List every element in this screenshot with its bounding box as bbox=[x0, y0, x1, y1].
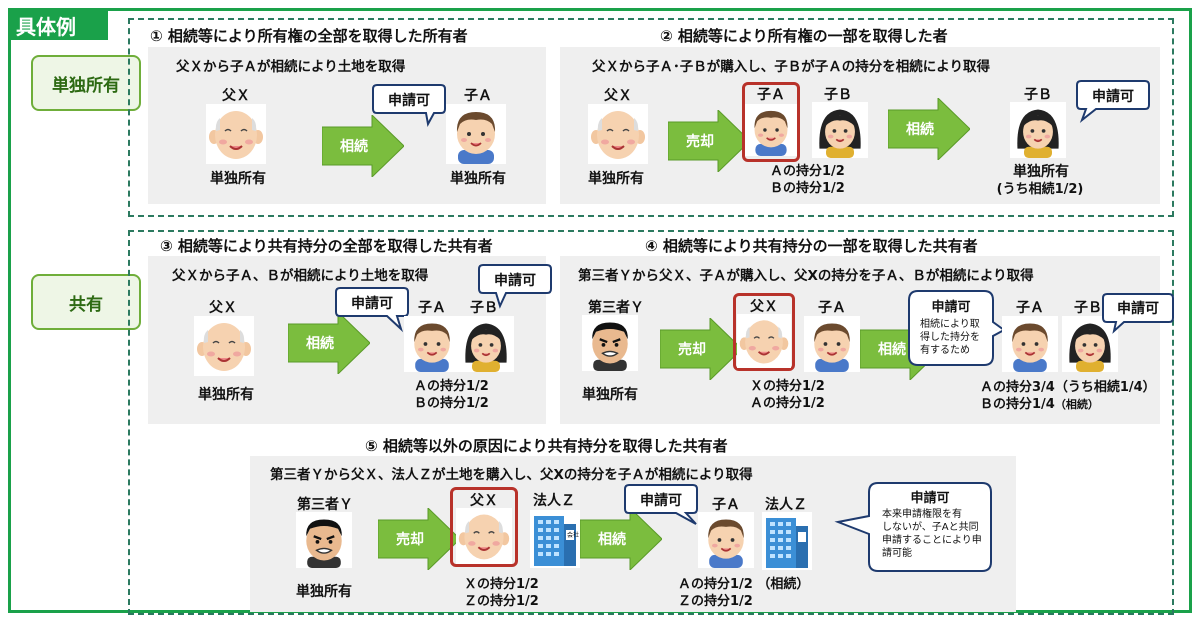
ex3-child-a-label: 子Ａ bbox=[418, 300, 446, 316]
ex3-apply-bubble-a: 申請可 bbox=[335, 287, 409, 333]
ex5-corp-label: 法人Ｚ bbox=[533, 493, 575, 509]
ex2-apply-bubble: 申請可 bbox=[1076, 80, 1150, 123]
ex2-sell-arrow: 売却 bbox=[668, 110, 750, 172]
ex3-inherit-arrow: 相続 bbox=[288, 312, 370, 374]
category-sole: 単独所有 bbox=[31, 55, 141, 111]
ex4-final-b: Ｂの持分1/4（相続） bbox=[980, 397, 1099, 412]
third-party-y-icon bbox=[582, 315, 638, 371]
child-a-icon bbox=[446, 104, 506, 164]
ex1-father-label: 父Ｘ bbox=[222, 88, 250, 104]
ex1-apply-bubble: 申請可 bbox=[372, 84, 446, 127]
ex4-father-label: 父Ｘ bbox=[750, 299, 778, 315]
ex3-desc: 父Ｘから子Ａ、Ｂが相続により土地を取得 bbox=[172, 268, 429, 284]
group-shared bbox=[128, 230, 1174, 615]
child-a-icon bbox=[698, 512, 754, 568]
ex3-father-label: 父Ｘ bbox=[209, 300, 237, 316]
ex3-share-b: Ｂの持分1/2 bbox=[414, 396, 489, 411]
ex5-corp2-label: 法人Ｚ bbox=[765, 497, 807, 513]
ex5-third-label: 第三者Ｙ bbox=[297, 497, 353, 513]
ex1-desc: 父Ｘから子Ａが相続により土地を取得 bbox=[176, 59, 406, 75]
ex4-desc: 第三者Ｙから父Ｘ、子Ａが購入し、父Xの持分を子Ａ、Ｂが相続により取得 bbox=[578, 268, 1034, 284]
father-x-icon bbox=[194, 316, 254, 376]
ex3-share-a: Ａの持分1/2 bbox=[414, 379, 489, 394]
child-b-icon bbox=[1010, 102, 1066, 158]
ex3-apply-bubble-b: 申請可 bbox=[478, 264, 552, 309]
page-title: 具体例 bbox=[8, 8, 108, 40]
ex4-third-label: 第三者Ｙ bbox=[588, 300, 644, 316]
ex2-share-b: Ｂの持分1/2 bbox=[770, 181, 845, 196]
ex2-share-a: Ａの持分1/2 bbox=[770, 164, 845, 179]
ex5-sell-arrow: 売却 bbox=[378, 508, 460, 570]
ex5-final-z: Ｚの持分1/2 bbox=[678, 594, 753, 609]
ex5-inherit-arrow: 相続 bbox=[580, 508, 662, 570]
ex3-child-b-label: 子Ｂ bbox=[470, 300, 498, 316]
ex2-highlight-box bbox=[742, 82, 800, 162]
child-a-icon bbox=[404, 316, 460, 372]
father-x-icon bbox=[737, 314, 791, 368]
ex4-share-x: Ｘの持分1/2 bbox=[750, 379, 825, 394]
ex1-child-status: 単独所有 bbox=[450, 171, 506, 187]
corporation-building-icon bbox=[762, 512, 812, 570]
child-a-icon bbox=[804, 316, 860, 372]
building-sign: 会社 bbox=[567, 532, 580, 539]
father-x-icon bbox=[588, 104, 648, 164]
child-b-icon bbox=[812, 102, 868, 158]
child-a-icon bbox=[1002, 316, 1058, 372]
ex2-final-note: (うち相続1/2) bbox=[996, 182, 1084, 197]
ex4-apply-bubble-b: 申請可 bbox=[1102, 293, 1174, 334]
third-party-y-icon bbox=[296, 512, 352, 568]
ex2-inherit-arrow: 相続 bbox=[888, 98, 970, 160]
ex1-inherit-arrow: 相続 bbox=[322, 115, 404, 177]
child-b-icon bbox=[458, 316, 514, 372]
ex4-heading: ④ 相続等により共有持分の一部を取得した共有者 bbox=[645, 237, 978, 255]
ex4-child-a2-label: 子Ａ bbox=[1016, 300, 1044, 316]
category-shared: 共有 bbox=[31, 274, 141, 330]
ex4-third-status: 単独所有 bbox=[582, 387, 638, 403]
ex2-child-b-label: 子Ｂ bbox=[824, 87, 852, 103]
ex4-share-a: Ａの持分1/2 bbox=[750, 396, 825, 411]
father-x-icon bbox=[456, 508, 512, 564]
ex1-heading: ① 相続等により所有権の全部を取得した所有者 bbox=[150, 27, 468, 45]
ex4-child-a-label: 子Ａ bbox=[818, 300, 846, 316]
ex2-father-label: 父Ｘ bbox=[604, 88, 632, 104]
ex4-highlight-box bbox=[733, 293, 795, 371]
ex5-apply-bubble-note: 申請可 本来申請権限を有 しないが、子Aと共同 申請することにより申 請可能 bbox=[834, 482, 992, 572]
ex5-highlight-box bbox=[450, 487, 518, 567]
ex1-father-status: 単独所有 bbox=[210, 171, 266, 187]
ex5-apply-bubble: 申請可 bbox=[624, 484, 698, 525]
ex4-sell-arrow: 売却 bbox=[660, 318, 742, 380]
ex2-father-status: 単独所有 bbox=[588, 171, 644, 187]
ex3-father-status: 単独所有 bbox=[198, 387, 254, 403]
group-sole bbox=[128, 18, 1174, 217]
ex5-share-z: Ｚの持分1/2 bbox=[464, 594, 539, 609]
ex5-third-status: 単独所有 bbox=[296, 584, 352, 600]
ex5-desc: 第三者Ｙから父Ｘ、法人Ｚが土地を購入し、父Xの持分を子Ａが相続により取得 bbox=[270, 467, 753, 483]
ex5-final-a: Ａの持分1/2 （相続） bbox=[678, 577, 810, 592]
ex2-heading: ② 相続等により所有権の一部を取得した者 bbox=[660, 27, 948, 45]
ex2-child-b2-label: 子Ｂ bbox=[1024, 87, 1052, 103]
ex2-child-a-label: 子Ａ bbox=[757, 87, 785, 103]
child-a-icon bbox=[745, 102, 797, 158]
child-b-icon bbox=[1062, 316, 1118, 372]
ex5-share-x: Ｘの持分1/2 bbox=[464, 577, 539, 592]
ex5-child-a-label: 子Ａ bbox=[712, 497, 740, 513]
ex4-apply-bubble-note: 申請可 相続により取 得した持分を 有するため bbox=[908, 290, 1006, 366]
ex4-child-b-label: 子Ｂ bbox=[1074, 300, 1102, 316]
ex4-final-a: Ａの持分3/4（うち相続1/4） bbox=[980, 380, 1156, 395]
ex5-heading: ⑤ 相続等以外の原因により共有持分を取得した共有者 bbox=[365, 437, 728, 455]
father-x-icon bbox=[206, 104, 266, 164]
ex1-child-label: 子Ａ bbox=[464, 88, 492, 104]
ex2-desc: 父Ｘから子Ａ･子Ｂが購入し、子Ｂが子Ａの持分を相続により取得 bbox=[592, 59, 990, 75]
ex2-final-status: 単独所有 bbox=[1013, 164, 1069, 180]
ex3-heading: ③ 相続等により共有持分の全部を取得した共有者 bbox=[160, 237, 493, 255]
ex5-father-label: 父Ｘ bbox=[470, 493, 498, 509]
